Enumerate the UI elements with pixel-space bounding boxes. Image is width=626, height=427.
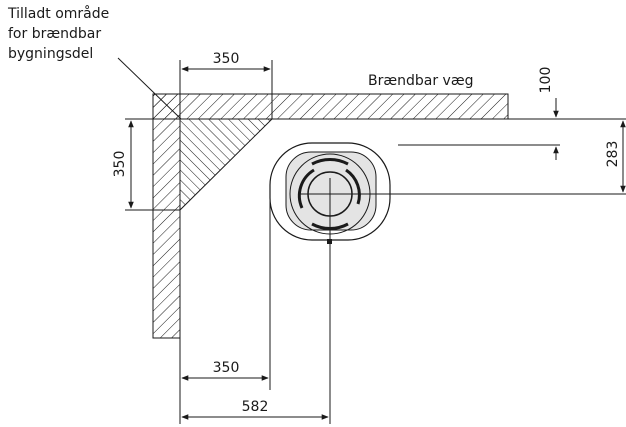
dim-100-text: 100 <box>538 67 554 94</box>
dim-left-350-text: 350 <box>112 151 128 178</box>
combustible-wall-label: Brændbar væg <box>368 73 473 89</box>
dim-283-text: 283 <box>605 141 621 168</box>
allowed-area-leader <box>117 57 182 120</box>
dim-top-350-text: 350 <box>213 51 240 67</box>
allowed-area-label-line3: bygningsdel <box>8 46 93 62</box>
allowed-area-zone <box>179 118 274 212</box>
stove <box>269 142 391 244</box>
left-wall <box>152 93 181 339</box>
top-wall <box>152 93 509 120</box>
allowed-area-label-line1: Tilladt område <box>7 5 109 22</box>
dim-582-text: 582 <box>242 399 269 415</box>
dim-bottom-350-text: 350 <box>213 360 240 376</box>
allowed-area-label-line2: for brændbar <box>8 26 101 42</box>
